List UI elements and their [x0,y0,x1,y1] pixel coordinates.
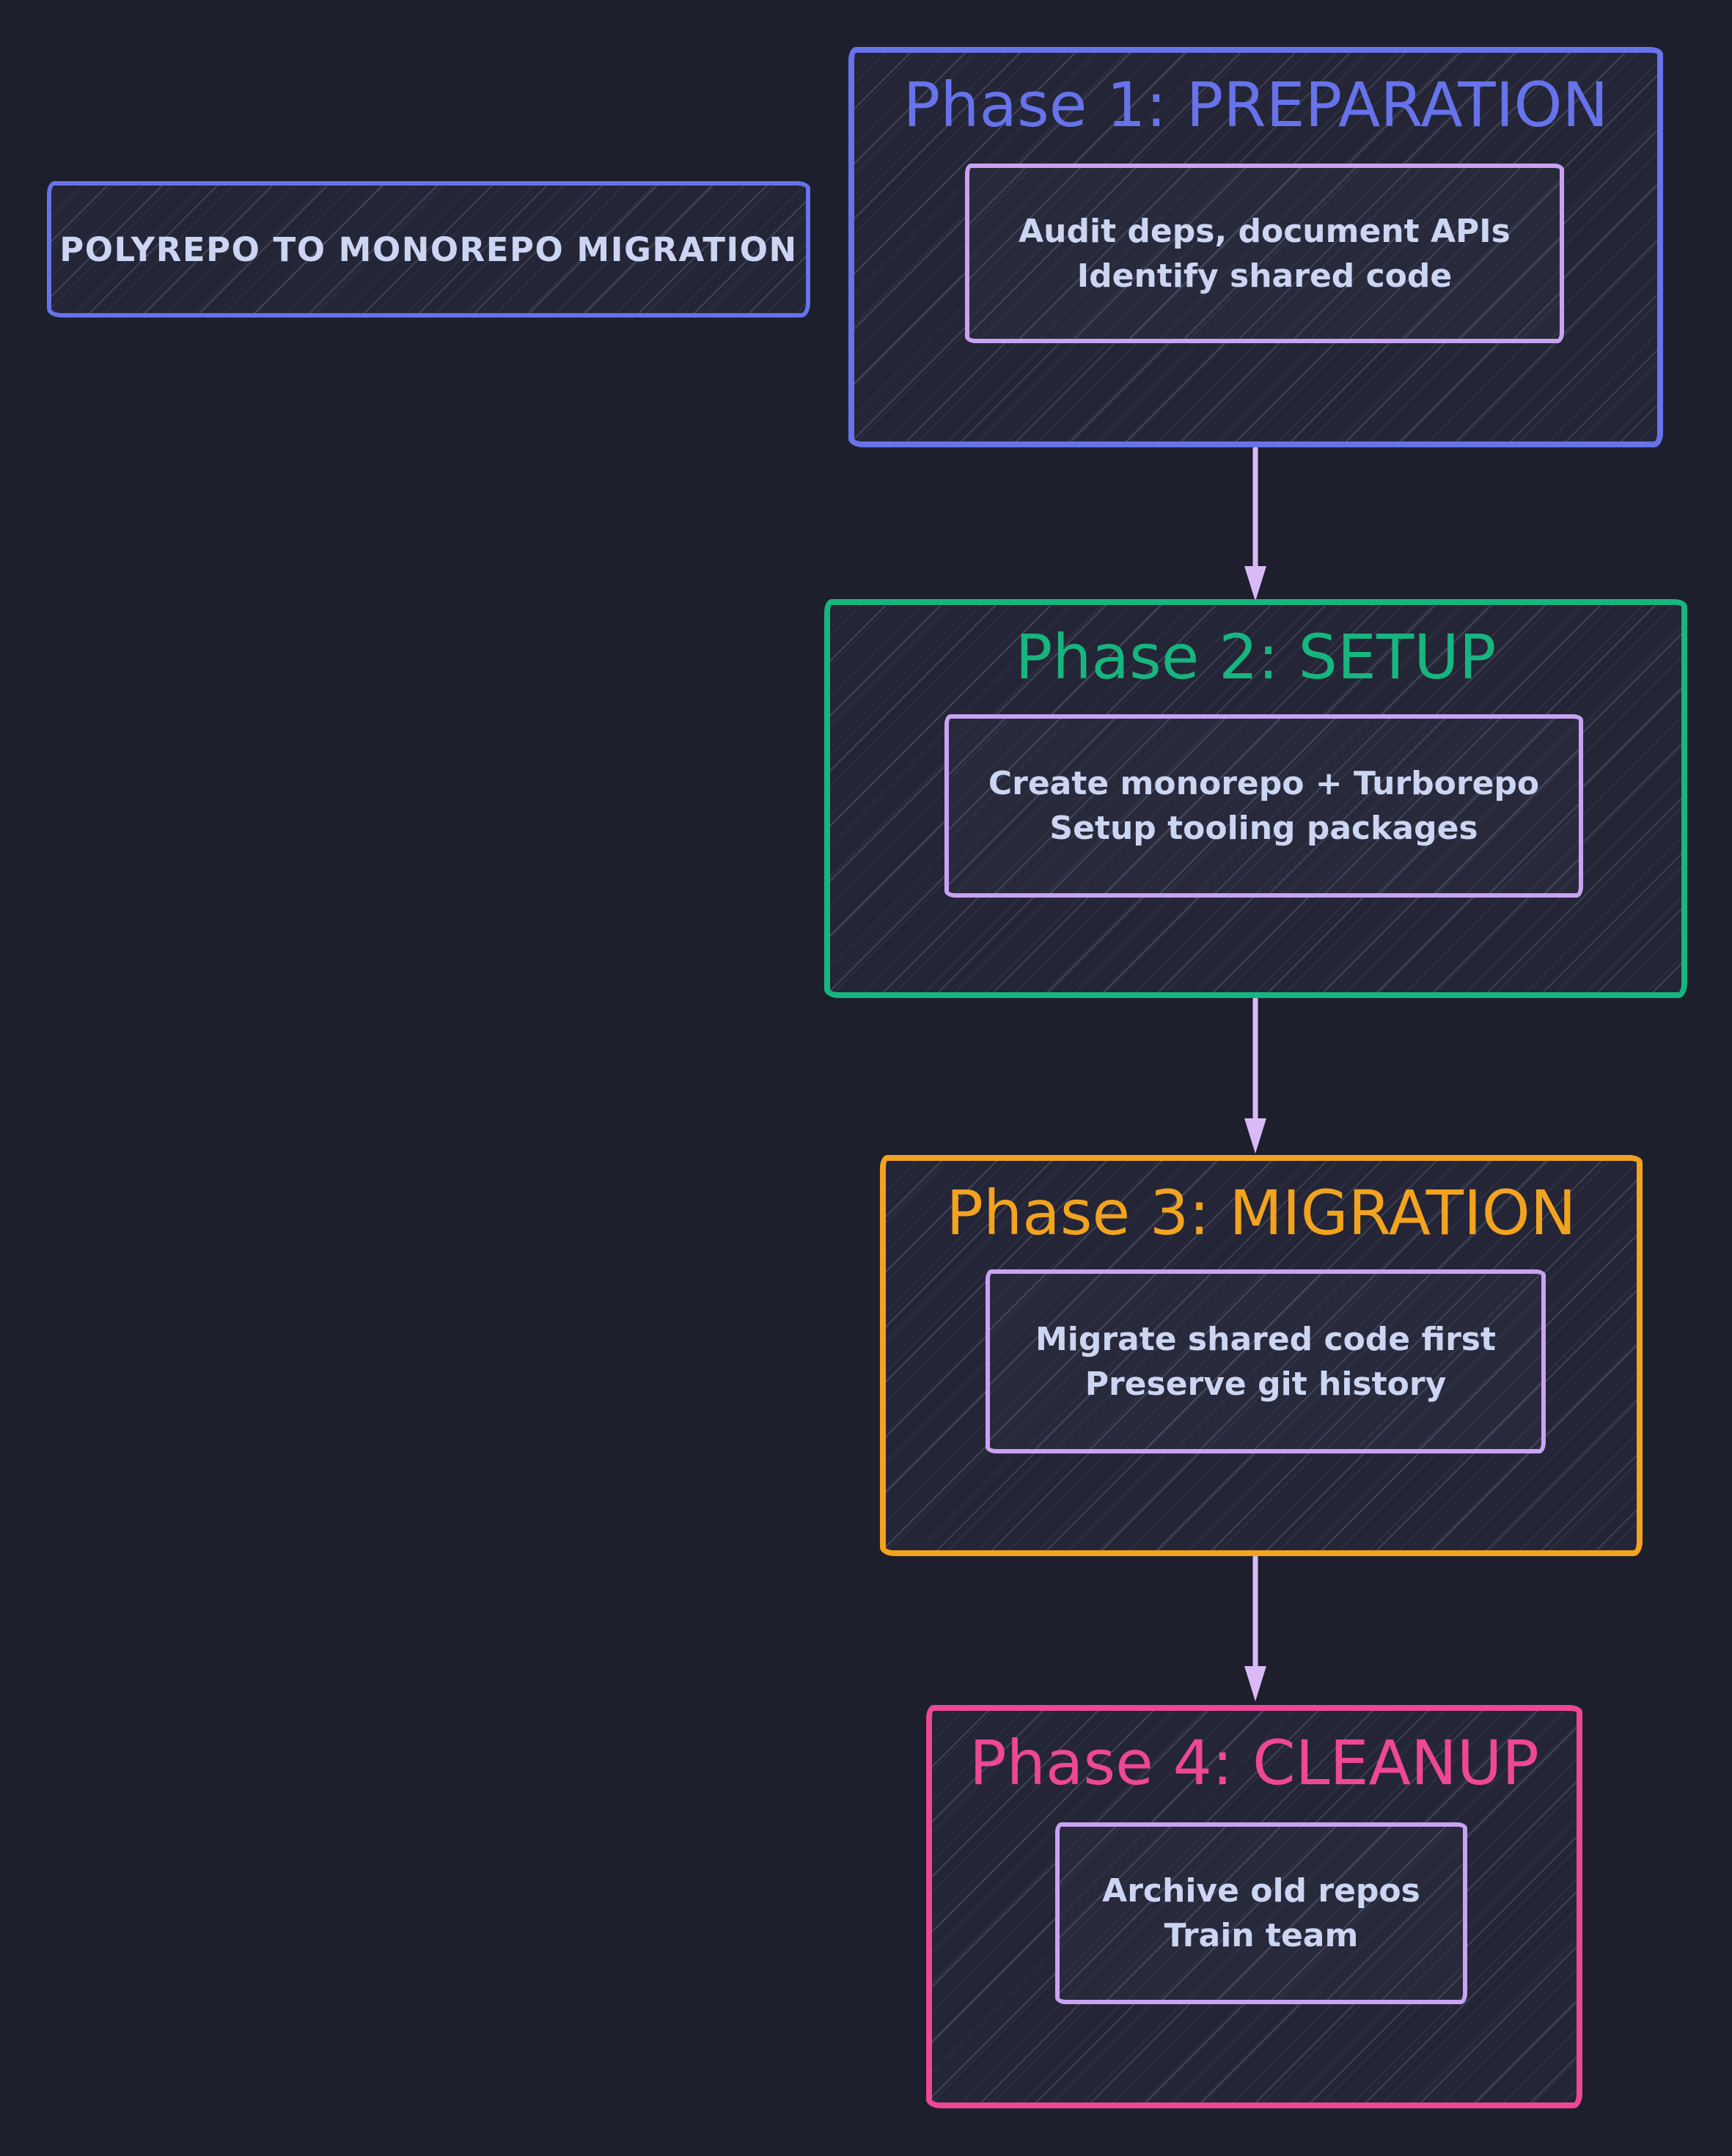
migration-title-box: POLYREPO TO MONOREPO MIGRATION [47,181,810,318]
phase-1-box: Phase 1: PREPARATION Audit deps, documen… [848,47,1663,447]
phase-2-detail-line-2: Setup tooling packages [1049,810,1478,847]
migration-title-label: POLYREPO TO MONOREPO MIGRATION [59,230,798,269]
phase-4-box: Phase 4: CLEANUP Archive old repos Train… [926,1705,1582,2108]
arrow-down-phase2-to-phase3-icon [1244,998,1266,1154]
phase-4-detail-box: Archive old repos Train team [1055,1822,1467,2004]
phase-4-detail-line-1: Archive old repos [1102,1872,1420,1910]
phase-2-detail-line-1: Create monorepo + Turborepo [988,765,1540,802]
arrow-down-phase3-to-phase4-icon [1244,1556,1266,1701]
phase-1-detail-line-2: Identify shared code [1076,257,1453,295]
phase-3-box: Phase 3: MIGRATION Migrate shared code f… [880,1155,1643,1556]
phase-3-detail-box: Migrate shared code first Preserve git h… [986,1269,1546,1453]
phase-4-detail-line-2: Train team [1164,1917,1359,1954]
arrow-down-phase1-to-phase2-icon [1244,447,1266,601]
phase-2-title: Phase 2: SETUP [1015,621,1497,693]
phase-4-title: Phase 4: CLEANUP [969,1727,1539,1799]
phase-2-detail-box: Create monorepo + Turborepo Setup toolin… [944,714,1583,898]
phase-2-box: Phase 2: SETUP Create monorepo + Turbore… [824,599,1687,998]
phase-3-detail-line-1: Migrate shared code first [1035,1320,1496,1358]
phase-1-detail-box: Audit deps, document APIs Identify share… [965,164,1564,343]
phase-1-title: Phase 1: PREPARATION [903,69,1609,141]
phase-3-detail-line-2: Preserve git history [1085,1365,1447,1403]
phase-1-detail-line-1: Audit deps, document APIs [1019,212,1511,250]
phase-3-title: Phase 3: MIGRATION [946,1177,1577,1249]
